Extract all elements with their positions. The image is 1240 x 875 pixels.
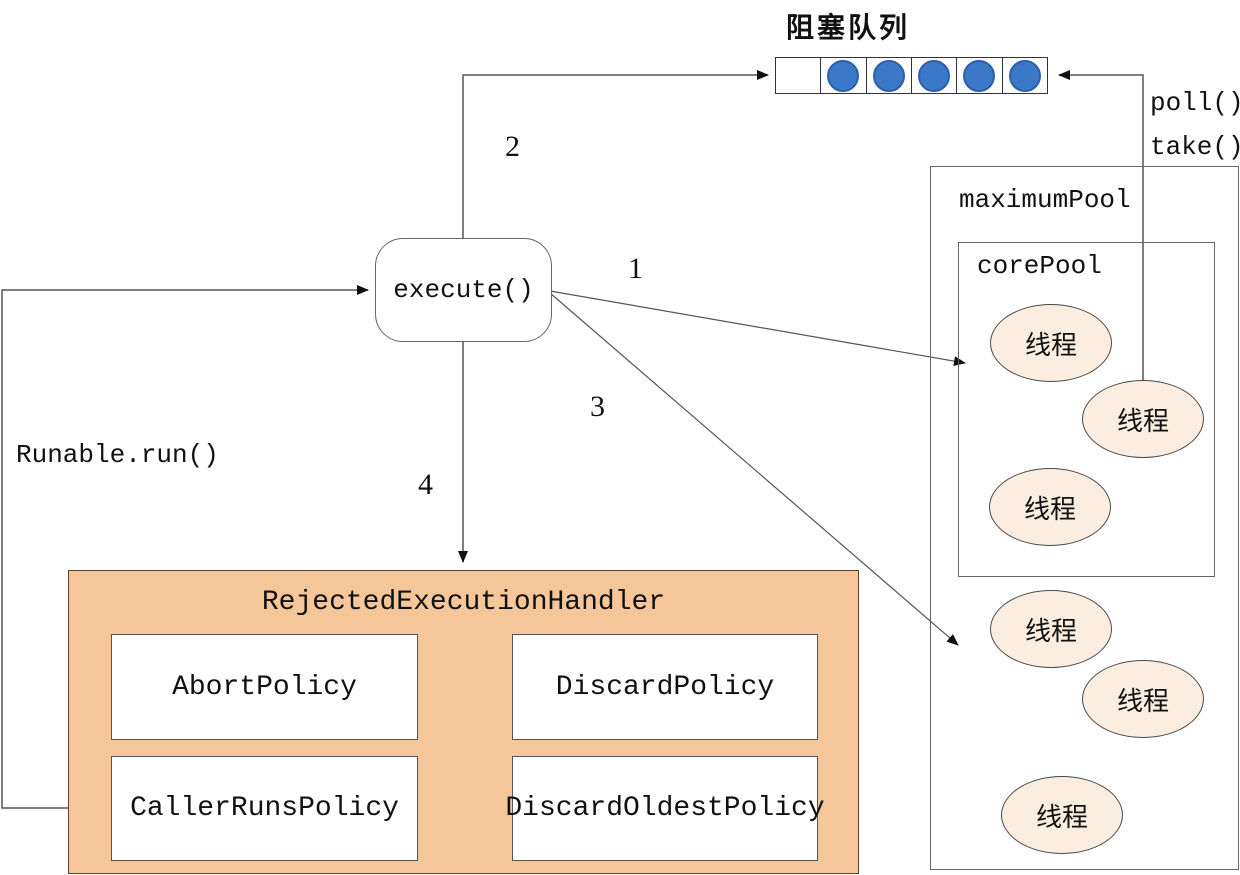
queue-cell xyxy=(956,57,1003,94)
arrow-step2 xyxy=(462,70,769,238)
thread-ellipse: 线程 xyxy=(990,304,1112,382)
queued-task-dot-icon xyxy=(872,59,905,92)
queued-task-dot-icon xyxy=(827,59,860,92)
step-2-label: 2 xyxy=(505,130,520,163)
thread-ellipse: 线程 xyxy=(990,590,1112,668)
thread-ellipse: 线程 xyxy=(1082,380,1204,458)
blocking-queue xyxy=(775,57,1048,94)
maximum-pool-title: maximumPool xyxy=(959,185,1131,215)
core-pool-box: corePool xyxy=(958,242,1215,577)
queued-task-dot-icon xyxy=(963,59,996,92)
take-label: take() xyxy=(1150,132,1240,162)
queue-cell xyxy=(910,57,958,94)
rejected-execution-handler-box: RejectedExecutionHandler AbortPolicy Dis… xyxy=(68,570,859,874)
arrow-step1 xyxy=(549,290,966,367)
abort-policy-box: AbortPolicy xyxy=(111,634,418,740)
thread-ellipse: 线程 xyxy=(1082,660,1204,738)
thread-ellipse: 线程 xyxy=(1001,776,1123,854)
step-4-label: 4 xyxy=(418,468,433,501)
step-3-label: 3 xyxy=(590,390,605,423)
rejected-execution-handler-title: RejectedExecutionHandler xyxy=(261,587,666,618)
queue-cell xyxy=(865,57,912,94)
arrow-runable-run xyxy=(1,285,369,809)
poll-label: poll() xyxy=(1150,88,1240,118)
queue-cell xyxy=(820,57,867,94)
arrow-step3 xyxy=(549,292,959,646)
discard-oldest-policy-box: DiscardOldestPolicy xyxy=(505,756,825,861)
execute-node: execute() xyxy=(375,238,552,342)
queued-task-dot-icon xyxy=(918,59,951,92)
runable-run-label: Runable.run() xyxy=(16,440,219,470)
thread-ellipse: 线程 xyxy=(989,468,1111,546)
core-pool-title: corePool xyxy=(977,251,1102,281)
blocking-queue-title: 阻塞队列 xyxy=(786,13,911,44)
caller-runs-policy-box: CallerRunsPolicy xyxy=(111,756,418,861)
maximum-pool-box: maximumPool corePool xyxy=(930,166,1239,870)
queue-cell xyxy=(1001,57,1048,94)
arrow-poll-take xyxy=(1058,70,1144,380)
discard-policy-box: DiscardPolicy xyxy=(512,634,818,740)
step-1-label: 1 xyxy=(628,252,643,285)
queued-task-dot-icon xyxy=(1008,59,1041,92)
queue-cell xyxy=(775,57,822,94)
